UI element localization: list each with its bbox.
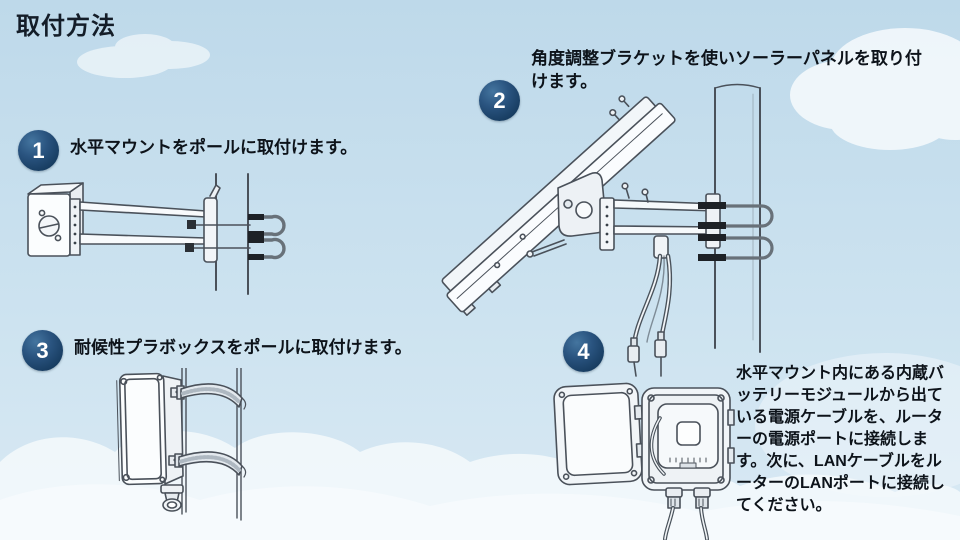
hose-clamp-straps <box>174 383 247 478</box>
step-4-badge: 4 <box>563 331 604 372</box>
step-3-badge: 3 <box>22 330 63 371</box>
enclosure-lid <box>553 382 645 486</box>
step-1-number: 1 <box>32 137 45 163</box>
step-1-badge: 1 <box>18 130 59 171</box>
step-4-label: 水平マウント内にある内蔵バッテリーモジュールから出ている電源ケーブルを、ルーター… <box>736 365 945 515</box>
solar-panel-and-enclosure-illustration <box>441 83 774 540</box>
cloud-shapes <box>0 28 960 540</box>
step-2-badge: 2 <box>479 80 520 121</box>
step-1-label: 水平マウントをポールに取付けます。 <box>70 138 358 157</box>
solar-panel <box>441 95 676 317</box>
step-4-number: 4 <box>577 338 590 364</box>
step-3-label: 耐候性プラボックスをポールに取付けます。 <box>74 338 412 357</box>
page-title: 取付方法 <box>16 13 116 40</box>
step-3-number: 3 <box>36 337 49 363</box>
weatherproof-box-illustration <box>116 368 247 521</box>
horizontal-mount-illustration <box>27 173 286 295</box>
power-and-lan-cables <box>627 253 673 377</box>
step-2-number: 2 <box>493 87 506 113</box>
enclosure-body <box>641 387 735 491</box>
step-2-label: 角度調整ブラケットを使いソーラーパネルを取り付けます。 <box>531 49 922 91</box>
cable-glands <box>663 487 711 540</box>
